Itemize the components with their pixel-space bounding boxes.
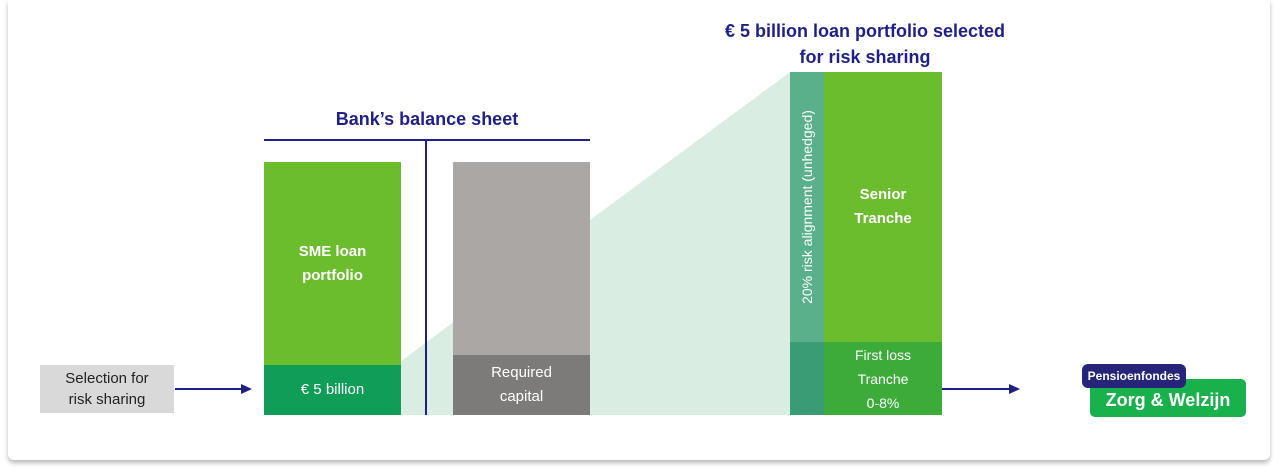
first-loss-tranche-block: First loss Tranche 0-8% (824, 342, 942, 415)
selection-funnel-upper (590, 72, 790, 415)
sme-loan-portfolio-label: SME loan portfolio (298, 242, 367, 284)
senior-tranche-block: Senior Tranche (824, 72, 942, 342)
portfolio-title: € 5 billion loan portfolio selected for … (724, 21, 1006, 67)
risk-alignment-first-loss (790, 342, 824, 415)
pension-fund-name: Zorg & Welzijn (1105, 389, 1231, 410)
five-billion-block: € 5 billion (264, 365, 401, 415)
first-loss-tranche-label: First loss Tranche 0-8% (855, 346, 911, 411)
risk-alignment-label: 20% risk alignment (unhedged) (799, 110, 815, 304)
liabilities-block (453, 162, 590, 355)
balance-sheet-title: Bank’s balance sheet (335, 108, 519, 129)
senior-tranche-label: Senior Tranche (854, 186, 912, 227)
required-capital-label: Required capital (491, 364, 552, 405)
selection-box-label: Selection for risk sharing (65, 370, 149, 408)
output-arrow (942, 384, 1020, 394)
risk-alignment-bar (790, 72, 824, 342)
selection-box: Selection for risk sharing (40, 365, 174, 413)
required-capital-block: Required capital (453, 355, 590, 415)
sme-loan-portfolio-block: SME loan portfolio (264, 162, 401, 365)
selection-arrow (175, 384, 252, 394)
five-billion-label: € 5 billion (300, 381, 365, 398)
pension-fund-tag: Pensioenfondes (1082, 364, 1186, 388)
